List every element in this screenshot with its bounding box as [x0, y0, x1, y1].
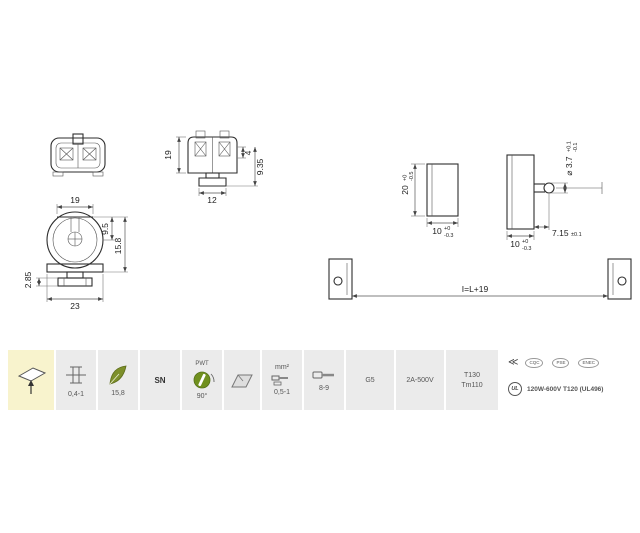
dim-profile1-width: 10 [432, 226, 442, 236]
front-view-drawing [50, 133, 106, 177]
temp-line2: Tm110 [461, 381, 483, 389]
wire-ferrule-icon [271, 375, 288, 386]
ul-rating-row: UL 120W-600V T120 (UL496) [508, 382, 603, 396]
spec-strip: 0,4-1 15,8 SN PWT 90° [8, 350, 632, 410]
cqc-mark-icon: CQC [525, 357, 544, 369]
panel-thickness-value: 0,4-1 [68, 391, 84, 398]
dim-section-width: 12 [207, 195, 217, 205]
lamp-base-value: G5 [365, 376, 375, 384]
spec-cell-certifications: ≪ CQC PSE ENEC UL 120W-600V T120 (UL496) [500, 350, 632, 410]
dim-length-formula: I=L+19 [462, 284, 489, 294]
profile-view-1: 20 +0 -0.5 10 +0 -0.3 [400, 163, 459, 239]
wire-header-label: mm² [275, 364, 289, 371]
dim-profile-height-tol-plus: +0 [403, 175, 409, 181]
snap-leaf-icon [109, 365, 127, 385]
panel-mount-icon [66, 366, 86, 384]
dim-section-height: 19 [163, 150, 173, 160]
dim-profile1-width-tol-plus: +0 [444, 226, 450, 232]
ul-rating-text: 120W-600V T120 (UL496) [527, 385, 604, 393]
dim-side-upper-height: 9.5 [100, 223, 110, 235]
spec-cell-temperature: T130 Tm110 [446, 350, 498, 410]
side-view-drawing: 19 9.5 15.8 2.85 23 [23, 195, 128, 311]
snap-height-value: 15,8 [111, 390, 125, 397]
spacing-drawing: I=L+19 [328, 258, 632, 300]
spec-cell-panel-thickness: 0,4-1 [56, 350, 96, 410]
spec-cell-wire-range: mm² 0,5-1 [262, 350, 302, 410]
dim-profile2-width-tol-plus: +0 [522, 239, 528, 245]
dim-side-total-height: 15.8 [113, 237, 123, 254]
dim-pin-diameter-tol-minus: -0.1 [573, 143, 579, 152]
vde-mark-icon: ≪ [508, 357, 519, 368]
dim-profile2-width: 10 [510, 239, 520, 249]
spec-cell-mounting [8, 350, 54, 410]
wire-range-value: 0,5-1 [274, 389, 290, 396]
technical-drawing-area: 19 12 4 9.35 [23, 130, 632, 311]
rotation-top-label: PWT [195, 360, 209, 367]
dim-profile2-width-tol-minus: -0.3 [522, 246, 531, 252]
spec-cell-contact-material: SN [140, 350, 180, 410]
dim-profile-height: 20 [400, 185, 410, 195]
enec-mark-icon: ENEC [578, 357, 599, 369]
dim-side-foot-height: 2.85 [23, 271, 33, 288]
cert-marks-row: ≪ CQC PSE ENEC [508, 356, 599, 370]
spec-cell-lamp-base: G5 [346, 350, 394, 410]
section-view-drawing: 19 12 4 9.35 [163, 130, 265, 205]
dim-pin-diameter-tol-plus: +0.1 [567, 141, 573, 152]
ul-mark-icon: UL [508, 382, 522, 396]
dim-side-top-width: 19 [70, 195, 80, 205]
spec-cell-rating: 2A-500V [396, 350, 444, 410]
dim-foot-height: 9.35 [255, 158, 265, 175]
dim-profile1-width-tol-minus: -0.3 [444, 233, 453, 239]
spec-cell-strip-length: 8-9 [304, 350, 344, 410]
strip-length-value: 8-9 [318, 385, 330, 392]
dim-pin-offset: 7.15 [552, 228, 569, 238]
dim-profile-height-tol-minus: -0.5 [409, 172, 415, 181]
bent-bracket-icon [231, 374, 253, 388]
pin-detail-drawing: ⌀ 3.7 +0.1 -0.1 7.15 ±0.1 [534, 141, 603, 238]
rotation-angle-value: 90° [196, 392, 208, 400]
dim-contact-depth: 4 [243, 150, 253, 155]
pse-mark-icon: PSE [552, 357, 570, 369]
dim-pin-offset-tol: ±0.1 [571, 232, 582, 238]
spec-cell-snap-height: 15,8 [98, 350, 138, 410]
dim-pin-diameter: ⌀ 3.7 [564, 156, 574, 176]
rating-value: 2A-500V [406, 376, 434, 384]
profile-view-2: 10 +0 -0.3 [506, 154, 535, 252]
mounting-plate-icon [17, 367, 47, 394]
spec-cell-bracket [224, 350, 260, 410]
spec-cell-rotation: PWT 90° [182, 350, 222, 410]
strip-length-icon [312, 371, 334, 379]
contact-material-value: SN [154, 375, 166, 385]
dim-side-base-width: 23 [70, 301, 80, 311]
rotation-knob-icon [193, 371, 215, 388]
temp-line1: T130 [464, 371, 480, 379]
